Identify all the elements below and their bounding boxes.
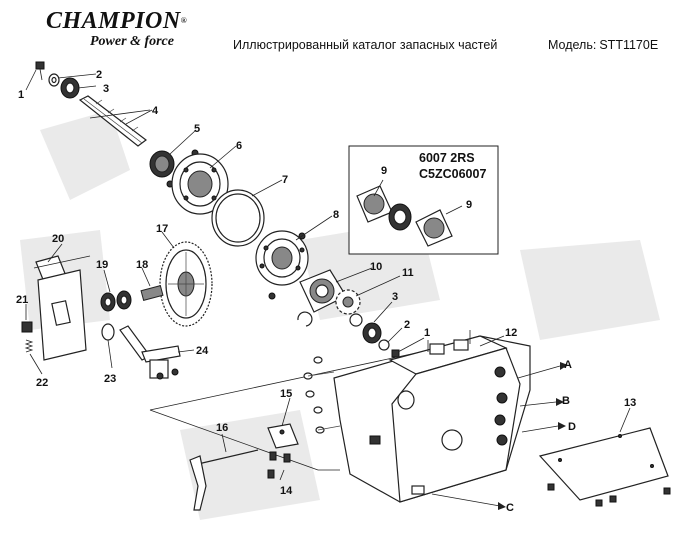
label-part-18: 18 [136, 259, 148, 271]
part-11-sprocket [335, 289, 361, 315]
label-part-5: 5 [194, 123, 200, 135]
inset-label-9-right: 9 [466, 199, 472, 211]
part-19-bearings [100, 290, 132, 312]
label-part-4: 4 [152, 105, 159, 117]
part-12-gearbox-housing [333, 330, 531, 503]
label-part-11: 11 [402, 267, 414, 279]
part-24-lever [119, 325, 181, 380]
label-part-3-top: 3 [103, 83, 109, 95]
catalog-title: Иллюстрированный каталог запасных частей [233, 38, 498, 52]
part-6-flange [171, 153, 229, 215]
label-part-22: 22 [36, 377, 48, 389]
inset-part-code: C5ZC06007 [419, 167, 486, 181]
housing-bolts [303, 356, 341, 434]
part-2-lower-washer [378, 339, 390, 351]
part-2-washer [48, 73, 60, 87]
model-label: Модель: [548, 38, 597, 52]
part-7-seal-ring [211, 189, 265, 247]
label-part-15: 15 [280, 388, 292, 400]
label-part-10: 10 [370, 261, 382, 273]
label-leaders [25, 69, 505, 427]
label-part-6: 6 [236, 140, 242, 152]
brand-name: CHAMPION® [46, 8, 188, 34]
connector-arrows [431, 362, 568, 510]
page-header: CHAMPION® Power & force Иллюстрированный… [0, 0, 700, 60]
part-3-lower-bearing [349, 313, 382, 344]
inset-label-9-left: 9 [381, 165, 387, 177]
part-23-bushing [101, 323, 115, 341]
model-value: STT1170E [599, 38, 659, 52]
part-16-shift-lever [189, 433, 259, 511]
label-part-24: 24 [196, 345, 209, 357]
part-15-bracket [267, 423, 299, 449]
part-1-bolt [35, 61, 45, 81]
brand-tagline: Power & force [90, 34, 174, 49]
part-18-gear-shaft [140, 284, 164, 302]
label-part-2-top: 2 [96, 69, 102, 81]
part-14-bolts [267, 451, 291, 481]
part-1-lower-bolt [391, 349, 400, 358]
label-part-1-top: 1 [18, 89, 24, 101]
part-4-shaft [78, 95, 147, 147]
exploded-parts-diagram: 6007 2RS C5ZC06007 9 9 [16, 61, 671, 520]
part-22-spring [24, 339, 34, 353]
snap-ring [297, 311, 313, 327]
part-10-flange-bearing [299, 269, 347, 313]
part-17-gear-wheel [159, 241, 213, 327]
part-13-cover-plate [538, 407, 671, 507]
label-part-12: 12 [505, 327, 517, 339]
label-part-19: 19 [96, 259, 108, 271]
label-part-1-lower: 1 [424, 327, 430, 339]
label-part-14: 14 [280, 485, 293, 497]
connector-label-d: D [568, 421, 576, 433]
connector-label-c: C [506, 502, 514, 514]
label-part-13: 13 [624, 397, 636, 409]
connector-label-a: A [564, 359, 572, 371]
model-info: Модель:STT1170E [548, 38, 658, 52]
brand-registered-mark: ® [180, 16, 188, 25]
brand-logo: CHAMPION® Power & force [46, 8, 187, 50]
connector-label-b: B [562, 395, 570, 407]
label-part-21: 21 [16, 294, 28, 306]
label-part-20: 20 [52, 233, 64, 245]
label-part-17: 17 [156, 223, 168, 235]
label-part-8: 8 [333, 209, 339, 221]
part-21-bushing [21, 321, 33, 333]
label-part-2-lower: 2 [404, 319, 410, 331]
label-part-3-lower: 3 [392, 291, 398, 303]
bearing-inset [348, 145, 499, 255]
part-8-bearing-cover [255, 230, 309, 300]
label-part-23: 23 [104, 373, 116, 385]
label-part-16: 16 [216, 422, 228, 434]
part-3-bearing [60, 77, 80, 99]
part-20-bracket [33, 255, 91, 361]
inset-bearing-code: 6007 2RS [419, 151, 475, 165]
label-part-7: 7 [282, 174, 288, 186]
